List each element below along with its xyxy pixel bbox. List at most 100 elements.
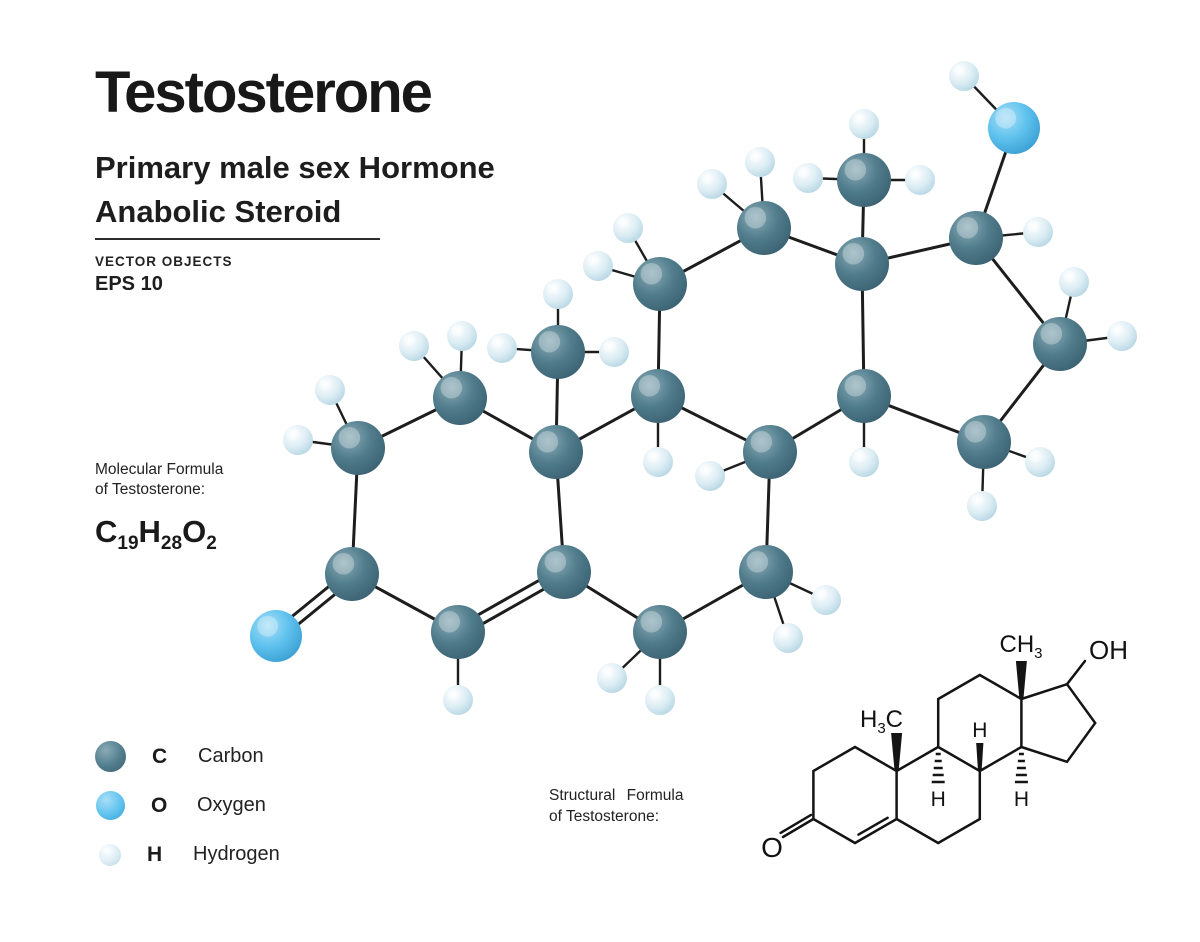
structural-formula-label: Structural Formula of Testosterone: bbox=[549, 786, 683, 828]
hydrogen-atom-h20 bbox=[613, 213, 643, 243]
carbon-atom-c9 bbox=[631, 369, 685, 423]
carbon-atom-c8 bbox=[743, 425, 797, 479]
skeletal-wedge-c19 bbox=[891, 733, 903, 771]
skeletal-label-h3c: H3C bbox=[860, 706, 903, 737]
carbon-atom-c12 bbox=[737, 201, 791, 255]
atom-layer bbox=[250, 61, 1137, 715]
skeletal-label-o: O bbox=[761, 832, 783, 863]
skeletal-hash-h14 bbox=[1014, 752, 1028, 784]
carbon-atom-c2 bbox=[331, 421, 385, 475]
hydrogen-atom-h25 bbox=[1107, 321, 1137, 351]
page-title: Testosterone bbox=[95, 60, 433, 125]
hydrogen-atom-h18 bbox=[849, 447, 879, 477]
carbon-sphere-icon bbox=[95, 741, 126, 772]
hydrogen-atom-h9 bbox=[283, 425, 313, 455]
carbon-atom-c5 bbox=[537, 545, 591, 599]
hydrogen-atom-h4 bbox=[793, 163, 823, 193]
hydrogen-atom-h22 bbox=[745, 147, 775, 177]
carbon-atom-c18 bbox=[837, 153, 891, 207]
hydrogen-atom-h12 bbox=[645, 685, 675, 715]
hydrogen-atom-h17 bbox=[643, 447, 673, 477]
skeletal-ketone-bond-2 bbox=[779, 813, 813, 835]
carbon-atom-c4 bbox=[431, 605, 485, 659]
structural-formula-label-line-2: of Testosterone: bbox=[549, 807, 660, 825]
hydrogen-atom-h28 bbox=[949, 61, 979, 91]
skeletal-wedge-h8 bbox=[976, 743, 984, 771]
skeletal-ring-c bbox=[936, 673, 1023, 773]
skeletal-hydroxyl-bond bbox=[1065, 659, 1087, 686]
hydrogen-atom-h10 bbox=[315, 375, 345, 405]
carbon-atom-c6 bbox=[633, 605, 687, 659]
molecular-formula-label: Molecular Formula of Testosterone: bbox=[95, 460, 223, 500]
carbon-atom-c19 bbox=[531, 325, 585, 379]
hydrogen-atom-h23 bbox=[967, 491, 997, 521]
legend-symbol: O bbox=[151, 793, 168, 817]
carbon-atom-c16 bbox=[1033, 317, 1087, 371]
carbon-atom-c17 bbox=[949, 211, 1003, 265]
legend-item-oxygen: O Oxygen bbox=[95, 781, 355, 830]
hydrogen-atom-h27 bbox=[1023, 217, 1053, 247]
carbon-atom-c3 bbox=[325, 547, 379, 601]
carbon-atom-c11 bbox=[633, 257, 687, 311]
oxygen-atom-o1 bbox=[250, 610, 302, 662]
skeletal-label-h-c8: H bbox=[972, 719, 987, 742]
eps-label: EPS 10 bbox=[95, 273, 163, 295]
hydrogen-atom-h11 bbox=[443, 685, 473, 715]
hydrogen-atom-h5 bbox=[849, 109, 879, 139]
carbon-atom-c10 bbox=[529, 425, 583, 479]
divider-line bbox=[95, 238, 380, 240]
hydrogen-atom-h2 bbox=[543, 279, 573, 309]
carbon-atom-c1 bbox=[433, 371, 487, 425]
hydrogen-atom-h1 bbox=[487, 333, 517, 363]
subtitle-line-1: Primary male sex Hormone bbox=[95, 150, 495, 185]
skeletal-ring-d bbox=[1020, 682, 1097, 764]
hydrogen-atom-h3 bbox=[599, 337, 629, 367]
molecular-formula-label-line-1: Molecular Formula bbox=[95, 461, 224, 478]
legend-name: Carbon bbox=[198, 745, 264, 767]
formula-subscript: 19 bbox=[117, 533, 139, 554]
hydrogen-atom-h13 bbox=[597, 663, 627, 693]
formula-subscript: 2 bbox=[206, 533, 217, 554]
subtitle-line-2: Anabolic Steroid bbox=[95, 194, 342, 230]
skeletal-ketone-bond-1 bbox=[781, 817, 815, 839]
skeletal-label-h-c9: H bbox=[931, 788, 946, 811]
vector-objects-label: VECTOR OBJECTS bbox=[95, 254, 233, 269]
skeletal-hash-h9 bbox=[931, 752, 945, 784]
skeletal-label-h-c14: H bbox=[1014, 788, 1029, 811]
hydrogen-atom-h15 bbox=[773, 623, 803, 653]
page-subtitle: Primary male sex Hormone Anabolic Steroi… bbox=[95, 146, 495, 234]
carbon-atom-c13 bbox=[835, 237, 889, 291]
hydrogen-atom-h19 bbox=[583, 251, 613, 281]
legend-item-carbon: C Carbon bbox=[95, 732, 355, 781]
hydrogen-atom-h26 bbox=[1059, 267, 1089, 297]
skeletal-label-oh: OH bbox=[1089, 635, 1128, 665]
legend-item-hydrogen: H Hydrogen bbox=[95, 830, 355, 879]
hydrogen-atom-h24 bbox=[1025, 447, 1055, 477]
formula-element: C bbox=[95, 514, 118, 549]
hydrogen-atom-h6 bbox=[905, 165, 935, 195]
legend-name: Hydrogen bbox=[193, 843, 280, 865]
structural-formula-label-line-1: Structural Formula bbox=[549, 787, 684, 804]
skeletal-ring-a bbox=[812, 745, 898, 845]
carbon-atom-c15 bbox=[957, 415, 1011, 469]
hydrogen-atom-h7 bbox=[399, 331, 429, 361]
carbon-atom-c7 bbox=[739, 545, 793, 599]
legend-symbol: C bbox=[152, 744, 168, 768]
skeletal-ring-b bbox=[895, 745, 982, 845]
oxygen-atom-o2 bbox=[988, 102, 1040, 154]
hydrogen-atom-h14 bbox=[811, 585, 841, 615]
skeletal-wedge-c18 bbox=[1015, 661, 1027, 699]
hydrogen-atom-h21 bbox=[697, 169, 727, 199]
legend-name: Oxygen bbox=[197, 794, 266, 816]
hydrogen-atom-h16 bbox=[695, 461, 725, 491]
oxygen-sphere-icon bbox=[96, 791, 125, 820]
formula-subscript: 28 bbox=[160, 533, 183, 554]
formula-element: H bbox=[138, 514, 161, 549]
molecular-formula-value: C19H28O2 bbox=[95, 514, 217, 555]
molecular-formula-label-line-2: of Testosterone: bbox=[95, 481, 206, 499]
legend-symbol: H bbox=[147, 842, 163, 866]
formula-element: O bbox=[182, 514, 207, 549]
